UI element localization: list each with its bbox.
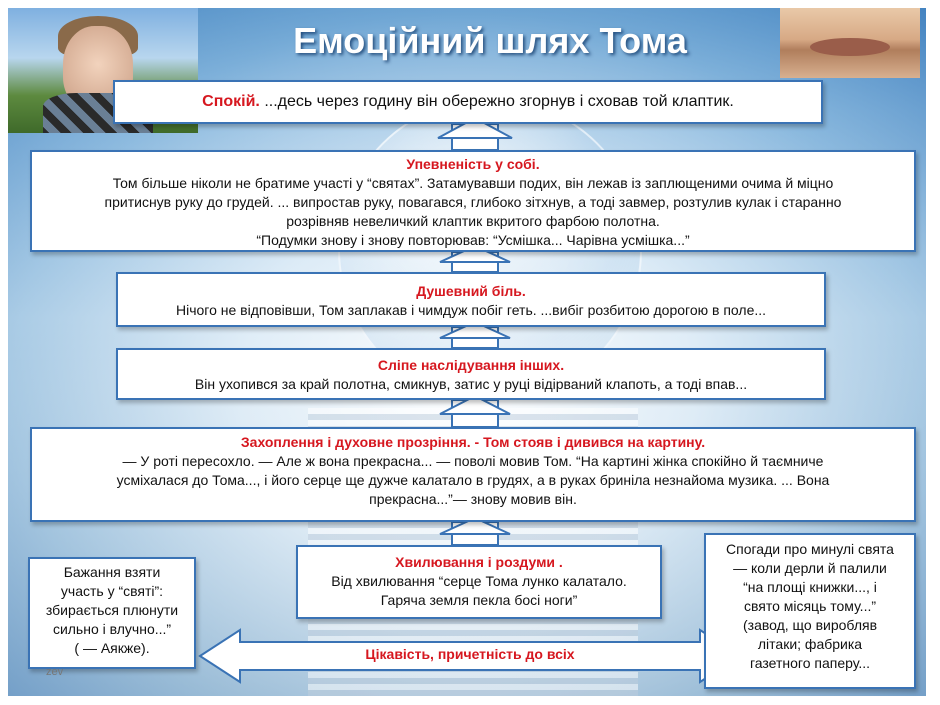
memories-line: (завод, що виробляв [742, 617, 878, 633]
confidence-box: Упевненість у собі. Том більше ніколи не… [30, 150, 916, 252]
lips-shape [810, 38, 890, 56]
imitation-box: Сліпе наслідування інших. Він ухопився з… [116, 348, 826, 400]
excitement-line: Гаряча земля пекла босі ноги” [380, 592, 578, 608]
awe-box: Захоплення і духовне прозріння. - Том ст… [30, 427, 916, 522]
excitement-line: Від хвилювання “серце Тома лунко калатал… [331, 573, 627, 589]
excitement-heading: Хвилювання і роздуми . [395, 554, 563, 570]
desire-line: збирається плюнути [45, 602, 179, 618]
confidence-line: розрівняв невеличкий клаптик вкритого фа… [286, 213, 660, 229]
memories-line: Спогади про минулі свята [726, 541, 894, 557]
watermark-text: zev [46, 666, 64, 678]
awe-line: усміхалася до Тома..., і його серце ще д… [116, 472, 830, 488]
pain-text: Нічого не відповівши, Том заплакав і чим… [175, 302, 767, 318]
imitation-heading: Сліпе наслідування інших. [377, 357, 565, 373]
curiosity-label: Цікавість, причетність до всіх [365, 646, 575, 662]
memories-line: літаки; фабрика [757, 636, 863, 652]
excitement-box: Хвилювання і роздуми . Від хвилювання “с… [296, 545, 662, 619]
desire-line: участь у “святі”: [60, 583, 164, 599]
imitation-text: Він ухопився за край полотна, смикнув, з… [194, 376, 748, 392]
confidence-line: “Подумки знову і знову повторював: “Усмі… [256, 232, 690, 248]
arrow-head-2 [439, 244, 511, 263]
slide-title: Емоційний шлях Тома [293, 20, 687, 61]
desire-line: ( — Аякже). [74, 640, 150, 656]
pain-heading: Душевний біль. [416, 283, 526, 299]
desire-line: Бажання взяти [63, 564, 161, 580]
awe-line: — У роті пересохло. — Але ж вона прекрас… [122, 453, 824, 469]
calm-heading: Спокій. [202, 93, 260, 110]
memories-line: “на площі книжки..., і [743, 579, 877, 595]
awe-heading: Захоплення і духовне прозріння. - Том ст… [240, 434, 706, 450]
arrow-head-3 [439, 320, 511, 339]
memories-box: Спогади про минулі свята — коли дерли й … [704, 533, 916, 689]
memories-line: газетного паперу... [749, 655, 871, 671]
calm-text: ...десь через годину він обережно згорну… [259, 93, 734, 110]
desire-line: сильно і влучно...” [52, 621, 172, 637]
calm-box: Спокій. ...десь через годину він обережн… [113, 80, 823, 124]
confidence-line: Том більше ніколи не братиме участі у “с… [112, 175, 834, 191]
desire-box: Бажання взяти участь у “святі”: збираєть… [28, 557, 196, 669]
lips-photo [780, 8, 920, 78]
memories-line: — коли дерли й палили [733, 560, 887, 576]
confidence-line: притиснув руку до грудей. ... випростав … [104, 194, 842, 210]
pain-box: Душевний біль. Нічого не відповівши, Том… [116, 272, 826, 327]
memories-line: свято місяць тому...” [743, 598, 877, 614]
arrow-head-5 [439, 516, 511, 535]
confidence-heading: Упевненість у собі. [406, 156, 540, 172]
arrow-head-1 [437, 116, 513, 139]
arrow-head-4 [439, 394, 511, 415]
awe-line: прекрасна...”— знову мовив він. [369, 491, 577, 507]
